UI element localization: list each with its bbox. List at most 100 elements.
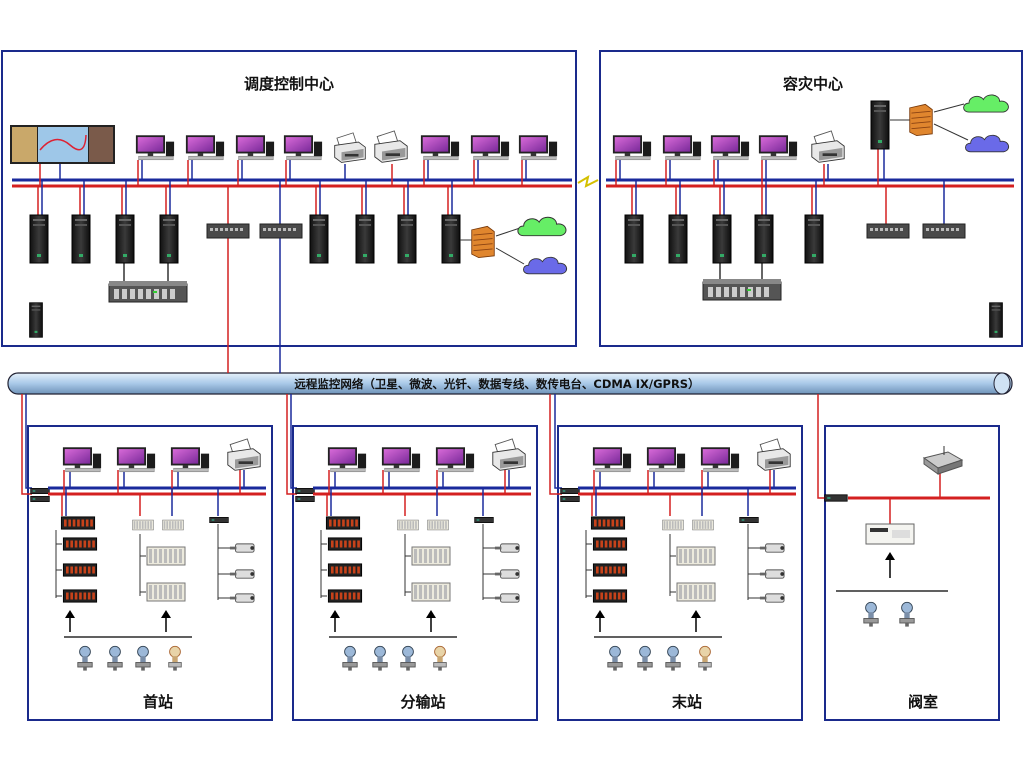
workstation-icon (710, 134, 750, 161)
remote-network-label: 远程监控网络（卫星、微波、光钎、数据专线、数传电台、CDMA IX/GPRS） (294, 377, 699, 391)
workstation-icon (135, 134, 175, 161)
workstation-icon (283, 134, 323, 161)
printer-icon (334, 132, 366, 163)
network-switch-icon (206, 223, 250, 239)
server-tower-icon (441, 214, 461, 264)
server-tower-icon (355, 214, 375, 264)
end-station-frame (557, 425, 803, 721)
gauge-icon (107, 645, 123, 672)
io-module-icon (411, 546, 451, 566)
gauge-icon (342, 645, 358, 672)
storage-array-icon (108, 280, 188, 303)
camera-icon (494, 593, 520, 603)
server-tower-icon (754, 214, 774, 264)
gauge-icon (637, 645, 653, 672)
gauge-icon (168, 645, 182, 672)
workstation-icon (470, 134, 510, 161)
workstation-icon (170, 446, 210, 473)
io-module-icon (146, 582, 186, 602)
plc-rack-icon (592, 563, 628, 577)
server-tower-icon (712, 214, 732, 264)
server-tower-icon (804, 214, 824, 264)
dispatch-bus (12, 178, 572, 188)
io-module-icon (676, 546, 716, 566)
io-module-icon (411, 582, 451, 602)
io-module-icon (692, 519, 714, 531)
gauge-icon (433, 645, 447, 672)
server-tower-icon (624, 214, 644, 264)
gauge-icon (863, 601, 879, 628)
remote-network-pipe (7, 372, 1013, 395)
dispatch-center-frame (1, 50, 577, 347)
router-icon (30, 495, 50, 503)
camera-icon (759, 593, 785, 603)
plc-rack-icon (590, 516, 626, 530)
io-module-icon (676, 582, 716, 602)
server-tower-icon (115, 214, 135, 264)
workstation-icon (612, 134, 652, 161)
plc-rack-icon (327, 563, 363, 577)
network-switch-icon (259, 223, 303, 239)
camera-icon (494, 569, 520, 579)
branch-station-frame (292, 425, 538, 721)
station-diagram (30, 438, 266, 672)
camera-icon (229, 569, 255, 579)
first-station-title: 首站 (143, 693, 173, 711)
printer-icon (757, 438, 791, 471)
plc-rack-icon (62, 563, 98, 577)
gauge-icon (607, 645, 623, 672)
wan-link-icon (577, 174, 599, 188)
router-icon (209, 516, 229, 524)
dispatch-center-title: 调度控制中心 (244, 75, 334, 93)
firewall-icon (471, 225, 495, 259)
workstation-icon (327, 446, 367, 473)
branch-station-title: 分输站 (400, 693, 445, 711)
workstation-icon (700, 446, 740, 473)
server-tower-icon (668, 214, 688, 264)
firewall-icon (909, 103, 933, 137)
workstation-icon (381, 446, 421, 473)
gauge-icon (698, 645, 712, 672)
camera-icon (229, 593, 255, 603)
camera-icon (759, 543, 785, 553)
workstation-icon (592, 446, 632, 473)
io-module-icon (397, 519, 419, 531)
router-icon (824, 494, 848, 502)
plc-rack-icon (325, 516, 361, 530)
plc-rack-icon (592, 589, 628, 603)
workstation-icon (435, 446, 475, 473)
workstation-icon (116, 446, 156, 473)
station-diagram (295, 438, 531, 672)
workstation-icon (518, 134, 558, 161)
server-tower-icon (71, 214, 91, 264)
server-tower-icon (309, 214, 329, 264)
router-icon (560, 487, 580, 495)
workstation-icon (646, 446, 686, 473)
disaster-bus (606, 178, 1014, 188)
video-wall-icon (10, 125, 115, 164)
server-tower-icon (870, 100, 890, 150)
server-tower-icon (29, 214, 49, 264)
network-switch-icon (866, 223, 910, 239)
station-diagram (560, 438, 796, 672)
camera-icon (229, 543, 255, 553)
arrow-up-icon (885, 552, 895, 578)
workstation-icon (662, 134, 702, 161)
end-station-title: 末站 (672, 693, 702, 711)
router-icon (560, 495, 580, 503)
workstation-icon (420, 134, 460, 161)
io-module-icon (146, 546, 186, 566)
plc-rack-icon (592, 537, 628, 551)
gauge-icon (77, 645, 93, 672)
router-icon (474, 516, 494, 524)
disaster-center-frame (599, 50, 1023, 347)
io-module-icon (427, 519, 449, 531)
first-station-frame (27, 425, 273, 721)
camera-icon (494, 543, 520, 553)
cloud-icon (965, 134, 1010, 153)
valve-room-frame (824, 425, 1000, 721)
gauge-icon (372, 645, 388, 672)
gauge-icon (400, 645, 416, 672)
plc-rack-icon (60, 516, 96, 530)
